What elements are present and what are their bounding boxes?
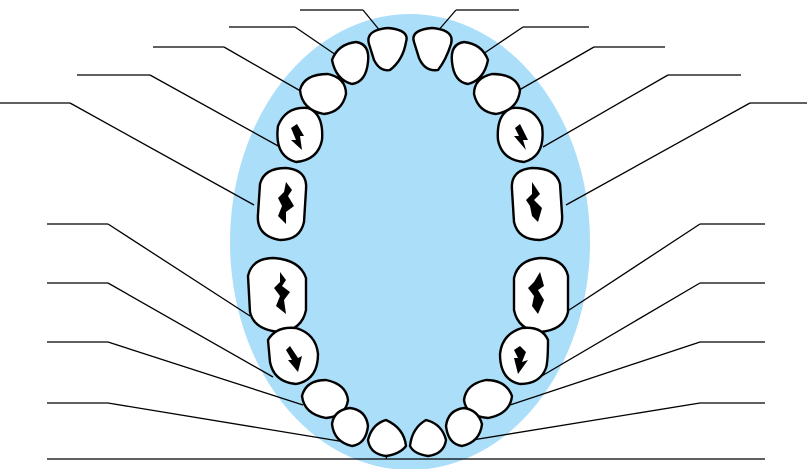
- leader-upper-right-second-premolar: [70, 103, 254, 205]
- leader-lower-right-first-molar: [108, 224, 250, 316]
- lower-right-first-molar: [248, 258, 306, 332]
- leader-upper-left-first-premolar: [543, 75, 668, 147]
- leader-upper-right-first-premolar: [150, 75, 280, 147]
- palate-area: [230, 14, 590, 469]
